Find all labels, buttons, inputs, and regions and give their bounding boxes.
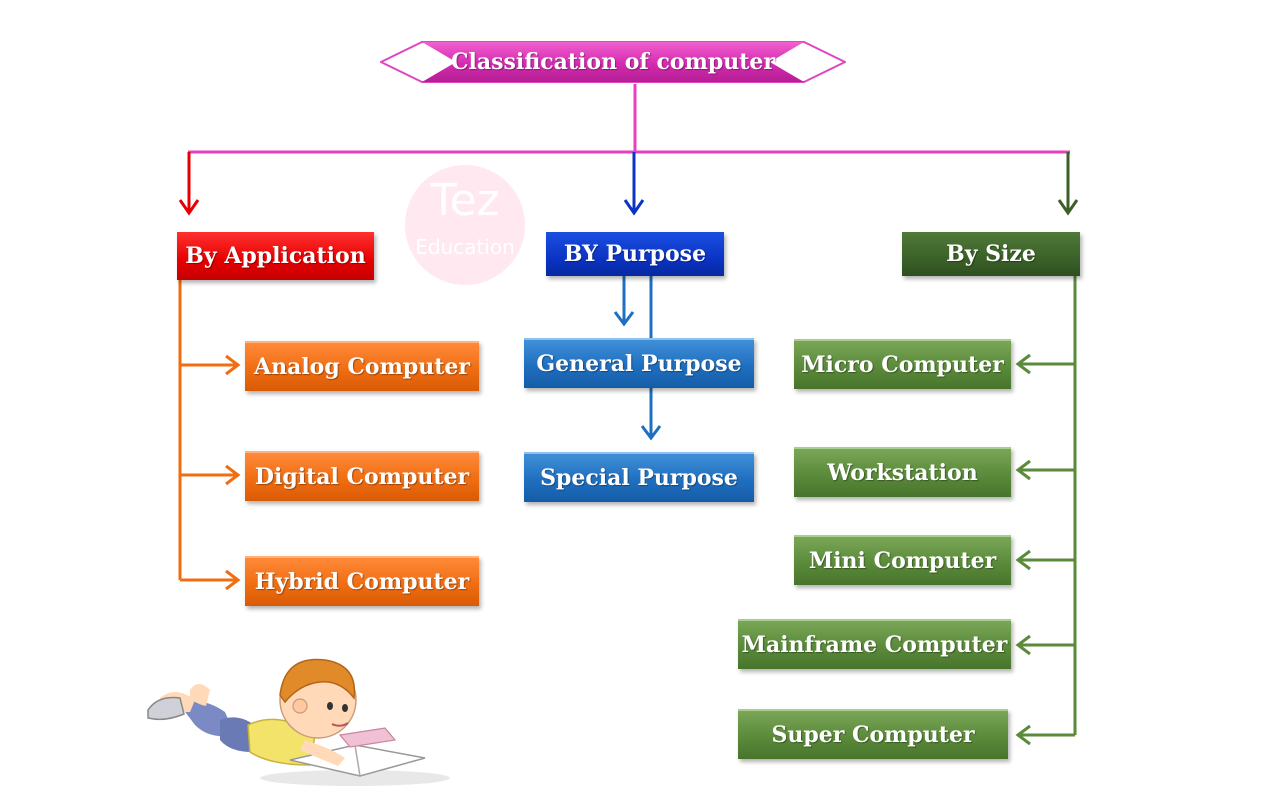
node-micro-computer: Micro Computer — [794, 339, 1011, 389]
size-arrow-head-4 — [1015, 634, 1031, 656]
node-hybrid-computer: Hybrid Computer — [245, 556, 479, 606]
title-banner: Classification of computer — [380, 40, 846, 84]
application-arrow-head-1 — [225, 354, 241, 376]
node-general-purpose: General Purpose — [524, 338, 754, 388]
purpose-arrow-head-2 — [640, 425, 662, 441]
node-analog-computer: Analog Computer — [245, 341, 479, 391]
category-by-size: By Size — [902, 232, 1080, 276]
node-mini-computer: Mini Computer — [794, 535, 1011, 585]
node-mainframe-computer: Mainframe Computer — [738, 619, 1011, 669]
diagram-title: Classification of computer — [450, 49, 776, 75]
watermark-line-2: Education — [415, 235, 515, 259]
size-arrow-head-2 — [1015, 459, 1031, 481]
node-digital-computer: Digital Computer — [245, 451, 479, 501]
title-banner-shape — [380, 41, 846, 83]
node-workstation: Workstation — [794, 447, 1011, 497]
application-arrow-head-3 — [225, 569, 241, 591]
category-by-application: By Application — [177, 232, 374, 280]
node-super-computer: Super Computer — [738, 709, 1008, 759]
watermark-logo: Tez Education — [405, 165, 525, 285]
size-arrow-head-3 — [1015, 549, 1031, 571]
node-special-purpose: Special Purpose — [524, 452, 754, 502]
watermark-line-1: Tez — [430, 175, 500, 226]
size-arrow-head-5 — [1015, 724, 1031, 746]
purpose-arrow-head-1 — [613, 311, 635, 327]
application-arrow-head-2 — [225, 464, 241, 486]
arrow-head-application — [178, 199, 200, 216]
category-by-purpose: BY Purpose — [546, 232, 724, 276]
size-arrow-head-1 — [1015, 353, 1031, 375]
reading-child-illustration — [147, 658, 450, 786]
arrow-head-size — [1057, 199, 1079, 216]
arrow-head-purpose — [623, 199, 645, 216]
